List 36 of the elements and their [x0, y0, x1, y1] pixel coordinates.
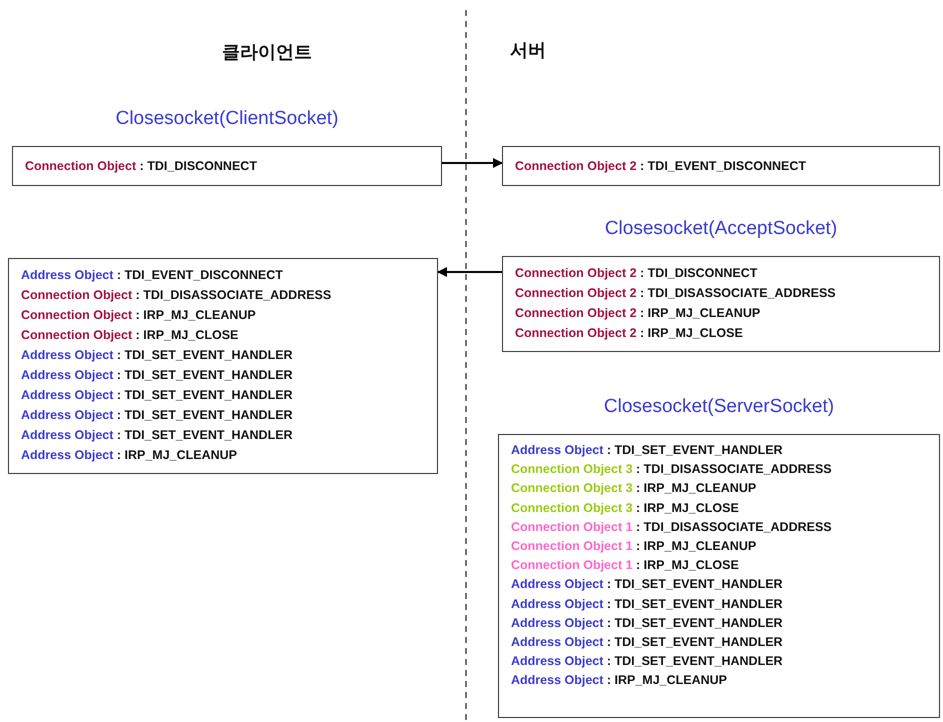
object-event-line: Address Object : TDI_SET_EVENT_HANDLER [511, 576, 784, 594]
object-event-line: Connection Object 1 : IRP_MJ_CLOSE [511, 557, 740, 574]
object-event-line: Address Object : TDI_SET_EVENT_HANDLER [511, 634, 784, 652]
arrow [442, 158, 503, 168]
column-header: 서버 [510, 39, 546, 62]
object-event-line: Address Object : TDI_SET_EVENT_HANDLER [21, 347, 294, 364]
function-call-title: Closesocket(ServerSocket) [602, 396, 836, 418]
object-event-line: Address Object : TDI_SET_EVENT_HANDLER [21, 367, 294, 384]
object-event-line: Address Object : TDI_SET_EVENT_HANDLER [21, 407, 294, 424]
object-event-line: Connection Object : IRP_MJ_CLOSE [21, 327, 240, 344]
column-header: 클라이언트 [222, 41, 312, 64]
object-event-line: Connection Object : TDI_DISCONNECT [25, 158, 258, 175]
object-event-line: Connection Object 1 : TDI_DISASSOCIATE_ADDRESS [511, 518, 833, 536]
object-event-line: Connection Object 3 : IRP_MJ_CLEANUP [511, 480, 758, 498]
object-event-line: Address Object : TDI_EVENT_DISCONNECT [21, 267, 284, 284]
function-call-title: Closesocket(ClientSocket) [114, 108, 340, 130]
object-event-line: Connection Object 2 : TDI_DISASSOCIATE_ADDRESS [515, 285, 837, 302]
object-event-line: Address Object : TDI_SET_EVENT_HANDLER [21, 427, 294, 444]
object-event-line: Address Object : IRP_MJ_CLEANUP [511, 672, 728, 690]
object-event-line: Address Object : IRP_MJ_CLEANUP [21, 447, 238, 464]
object-event-line: Address Object : TDI_SET_EVENT_HANDLER [511, 596, 784, 613]
object-event-line: Connection Object 3 : TDI_DISASSOCIATE_ADDRESS [511, 461, 833, 478]
arrow [437, 267, 502, 277]
object-event-line: Connection Object 1 : IRP_MJ_CLEANUP [511, 538, 758, 556]
object-event-line: Connection Object 2 : TDI_DISCONNECT [515, 265, 758, 282]
object-event-line: Connection Object 3 : IRP_MJ_CLOSE [511, 500, 740, 517]
object-event-line: Address Object : TDI_SET_EVENT_HANDLER [21, 387, 294, 404]
object-event-line: Connection Object 2 : TDI_EVENT_DISCONNECT [515, 158, 808, 175]
object-event-line: Connection Object 2 : IRP_MJ_CLEANUP [515, 305, 762, 322]
object-event-line: Address Object : TDI_SET_EVENT_HANDLER [511, 442, 784, 459]
object-event-line: Address Object : TDI_SET_EVENT_HANDLER [511, 614, 784, 632]
object-event-line: Connection Object : TDI_DISASSOCIATE_ADDRESS [21, 287, 332, 304]
object-event-line: Connection Object : IRP_MJ_CLEANUP [21, 307, 257, 324]
object-event-line: Connection Object 2 : IRP_MJ_CLOSE [515, 325, 744, 342]
function-call-title: Closesocket(AcceptSocket) [604, 218, 838, 240]
object-event-line: Address Object : TDI_SET_EVENT_HANDLER [511, 653, 784, 670]
